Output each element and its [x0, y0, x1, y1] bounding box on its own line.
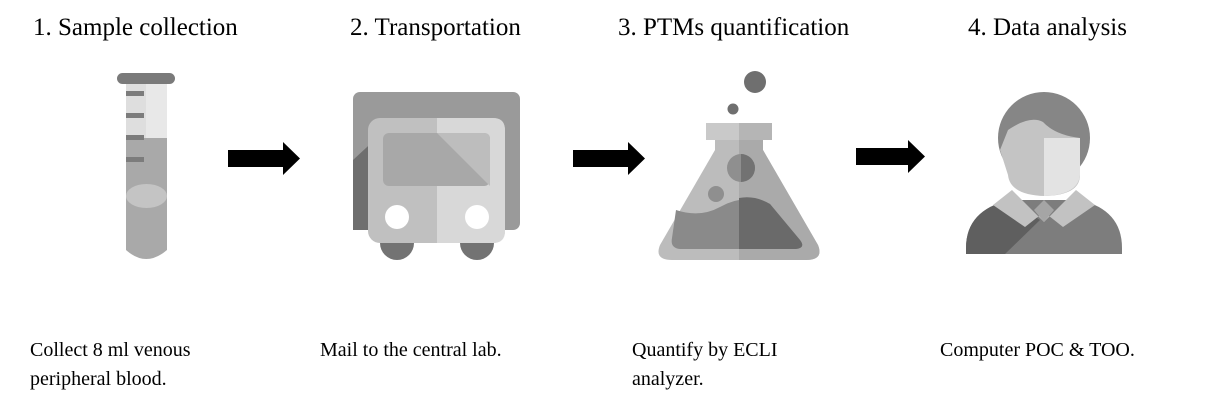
- description-line: Computer POC & TOO.: [940, 339, 1135, 361]
- bus-icon: [353, 92, 520, 260]
- step-1-title: 1. Sample collection: [33, 14, 238, 41]
- arrow-icon: [856, 140, 925, 173]
- arrow-icon: [228, 142, 300, 175]
- description-line: analyzer.: [632, 368, 704, 390]
- step-3-description: Quantify by ECLI analyzer.: [632, 336, 778, 394]
- step-2-description: Mail to the central lab.: [320, 336, 502, 365]
- step-4-description: Computer POC & TOO.: [940, 336, 1135, 365]
- test-tube-icon: [117, 73, 175, 259]
- flask-icon: [658, 71, 820, 260]
- arrow-icon: [573, 142, 645, 175]
- step-1-description: Collect 8 ml venous peripheral blood.: [30, 336, 191, 394]
- step-3-title: 3. PTMs quantification: [618, 14, 850, 41]
- step-2-title: 2. Transportation: [350, 14, 521, 41]
- description-line: Quantify by ECLI: [632, 339, 778, 361]
- description-line: Collect 8 ml venous: [30, 339, 191, 361]
- description-line: peripheral blood.: [30, 368, 167, 390]
- step-4-title: 4. Data analysis: [968, 14, 1127, 41]
- description-line: Mail to the central lab.: [320, 339, 502, 361]
- person-icon: [966, 92, 1122, 254]
